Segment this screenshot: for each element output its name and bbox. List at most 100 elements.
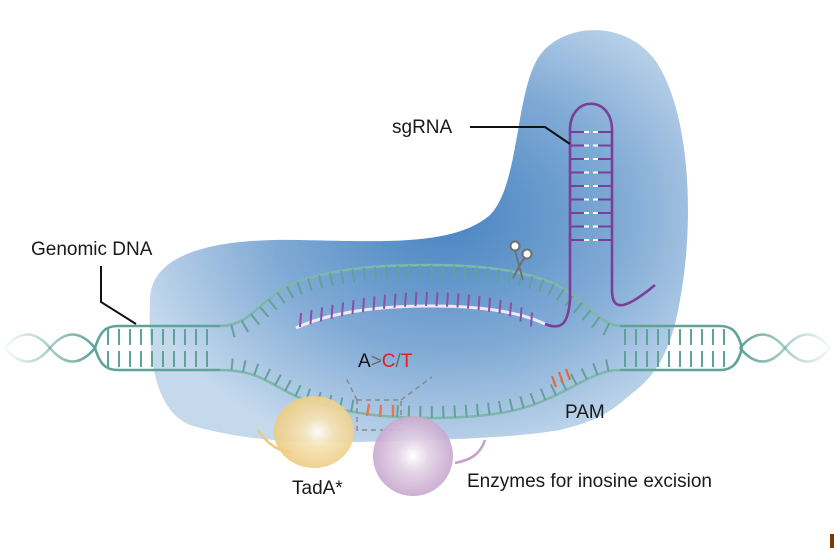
base <box>529 392 536 405</box>
base <box>453 405 456 418</box>
base <box>591 316 601 329</box>
corner-mark <box>830 534 834 548</box>
base <box>519 396 525 409</box>
rna-base <box>372 296 376 311</box>
rna-base <box>519 307 523 322</box>
dna-helix-left <box>4 333 96 363</box>
pam-label: PAM <box>565 402 605 423</box>
base <box>528 275 534 289</box>
rna-base <box>488 297 491 312</box>
base <box>572 302 583 314</box>
base <box>263 368 272 381</box>
base <box>318 275 324 289</box>
base-pairs-left <box>107 329 208 367</box>
base <box>605 359 610 372</box>
rna-base <box>362 298 365 313</box>
rna-base <box>351 300 355 315</box>
rna-base <box>456 293 460 308</box>
top-strand-bases <box>230 265 611 338</box>
edit-target-bases <box>365 403 395 418</box>
base <box>474 266 478 280</box>
base <box>274 374 282 386</box>
sgrna-backbone <box>544 102 656 328</box>
rna-base <box>330 304 334 319</box>
rna-base <box>509 302 512 317</box>
genomic-dna-leader-line <box>100 266 137 325</box>
rna-base <box>498 299 502 314</box>
edit-to-t: T <box>400 351 413 372</box>
base <box>259 306 270 318</box>
base <box>498 400 503 413</box>
rna-base <box>393 293 397 308</box>
base <box>230 324 236 338</box>
edit-from-base: A <box>358 351 371 372</box>
rna-base <box>341 302 344 317</box>
base <box>507 270 512 285</box>
base <box>250 313 260 326</box>
edit-site-callout <box>345 376 433 431</box>
base <box>592 363 599 375</box>
rna-base <box>414 292 418 307</box>
base <box>362 267 366 281</box>
base <box>284 379 292 392</box>
excision-enzyme <box>373 416 453 496</box>
sgrna-spacer <box>295 304 546 330</box>
sgrna-label: sgRNA <box>392 117 453 138</box>
base <box>581 309 592 321</box>
base <box>508 398 514 411</box>
rna-base <box>404 292 407 307</box>
genomic-dna-label: Genomic DNA <box>31 239 153 260</box>
base <box>350 399 355 412</box>
dna-helix-right <box>739 333 831 363</box>
rna-base <box>446 292 449 307</box>
base <box>240 320 249 333</box>
rna-base <box>435 292 439 307</box>
dna-duplex-right <box>620 324 744 372</box>
base <box>549 383 557 396</box>
bottom-strand-bases <box>230 358 610 419</box>
pam-bases <box>550 368 572 388</box>
edit-separator: / <box>395 351 401 372</box>
base <box>487 402 491 415</box>
rna-base <box>320 307 323 322</box>
base <box>267 298 278 311</box>
base <box>602 322 611 336</box>
edit-outcome-label: A>C/T <box>358 352 412 371</box>
base <box>230 358 234 371</box>
base <box>496 269 501 283</box>
base <box>485 267 490 281</box>
sgrna-spacer-bases <box>299 291 533 328</box>
edit-arrow: > <box>370 351 382 372</box>
rna-base <box>383 294 386 309</box>
enzymes-label: Enzymes for inosine excision <box>467 471 712 492</box>
edit-to-c: C <box>381 351 396 372</box>
base <box>286 286 295 299</box>
rna-base <box>425 291 428 307</box>
base <box>464 404 468 417</box>
base <box>373 266 377 280</box>
base <box>547 283 555 296</box>
sgrna-leader-line <box>470 126 571 145</box>
base <box>538 279 545 293</box>
base <box>329 272 334 286</box>
base <box>340 270 345 284</box>
base <box>396 404 399 418</box>
base-pairs-right <box>624 329 725 367</box>
base <box>253 363 260 376</box>
base <box>296 281 303 295</box>
base <box>539 388 547 401</box>
rna-base <box>299 312 302 328</box>
base <box>294 384 302 397</box>
base <box>385 265 388 280</box>
base <box>463 265 467 280</box>
base <box>570 373 578 386</box>
cas9-protein <box>149 30 688 443</box>
base <box>475 403 480 416</box>
base <box>276 292 286 304</box>
base <box>580 368 588 380</box>
rna-base <box>530 312 533 327</box>
scissors-icon <box>509 240 533 281</box>
rna-base <box>467 294 470 309</box>
base <box>307 278 313 292</box>
